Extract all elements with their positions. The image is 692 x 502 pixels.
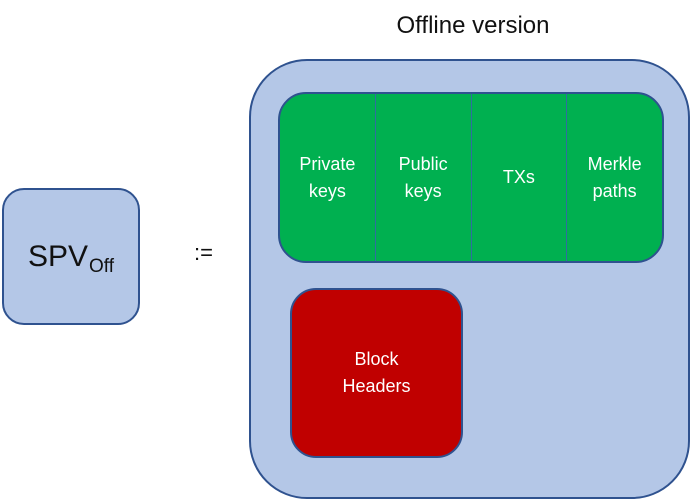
assign-operator: := — [194, 240, 213, 265]
private-keys-line1: Private — [299, 153, 356, 174]
merkle-paths-line2: paths — [592, 180, 637, 201]
merkle-paths-cell: Merkle paths — [566, 94, 662, 261]
stored-data-box: Private keys Public keys TXs Merkle path… — [278, 92, 664, 263]
private-keys-line2: keys — [308, 180, 346, 201]
diagram-title: Offline version — [396, 12, 550, 39]
txs-line1: TXs — [502, 167, 535, 187]
txs-cell: TXs — [470, 94, 567, 261]
public-keys-line1: Public — [398, 153, 448, 174]
block-headers-box: Block Headers — [290, 288, 463, 458]
private-keys-cell: Private keys — [280, 94, 375, 261]
public-keys-cell: Public keys — [374, 94, 471, 261]
spv-subscript: Off — [89, 255, 115, 277]
block-headers-line2: Headers — [342, 376, 411, 396]
block-headers-line1: Block — [354, 349, 399, 369]
merkle-paths-line1: Merkle — [587, 153, 642, 174]
spv-label: SPV — [27, 239, 89, 273]
public-keys-line2: keys — [404, 180, 442, 201]
